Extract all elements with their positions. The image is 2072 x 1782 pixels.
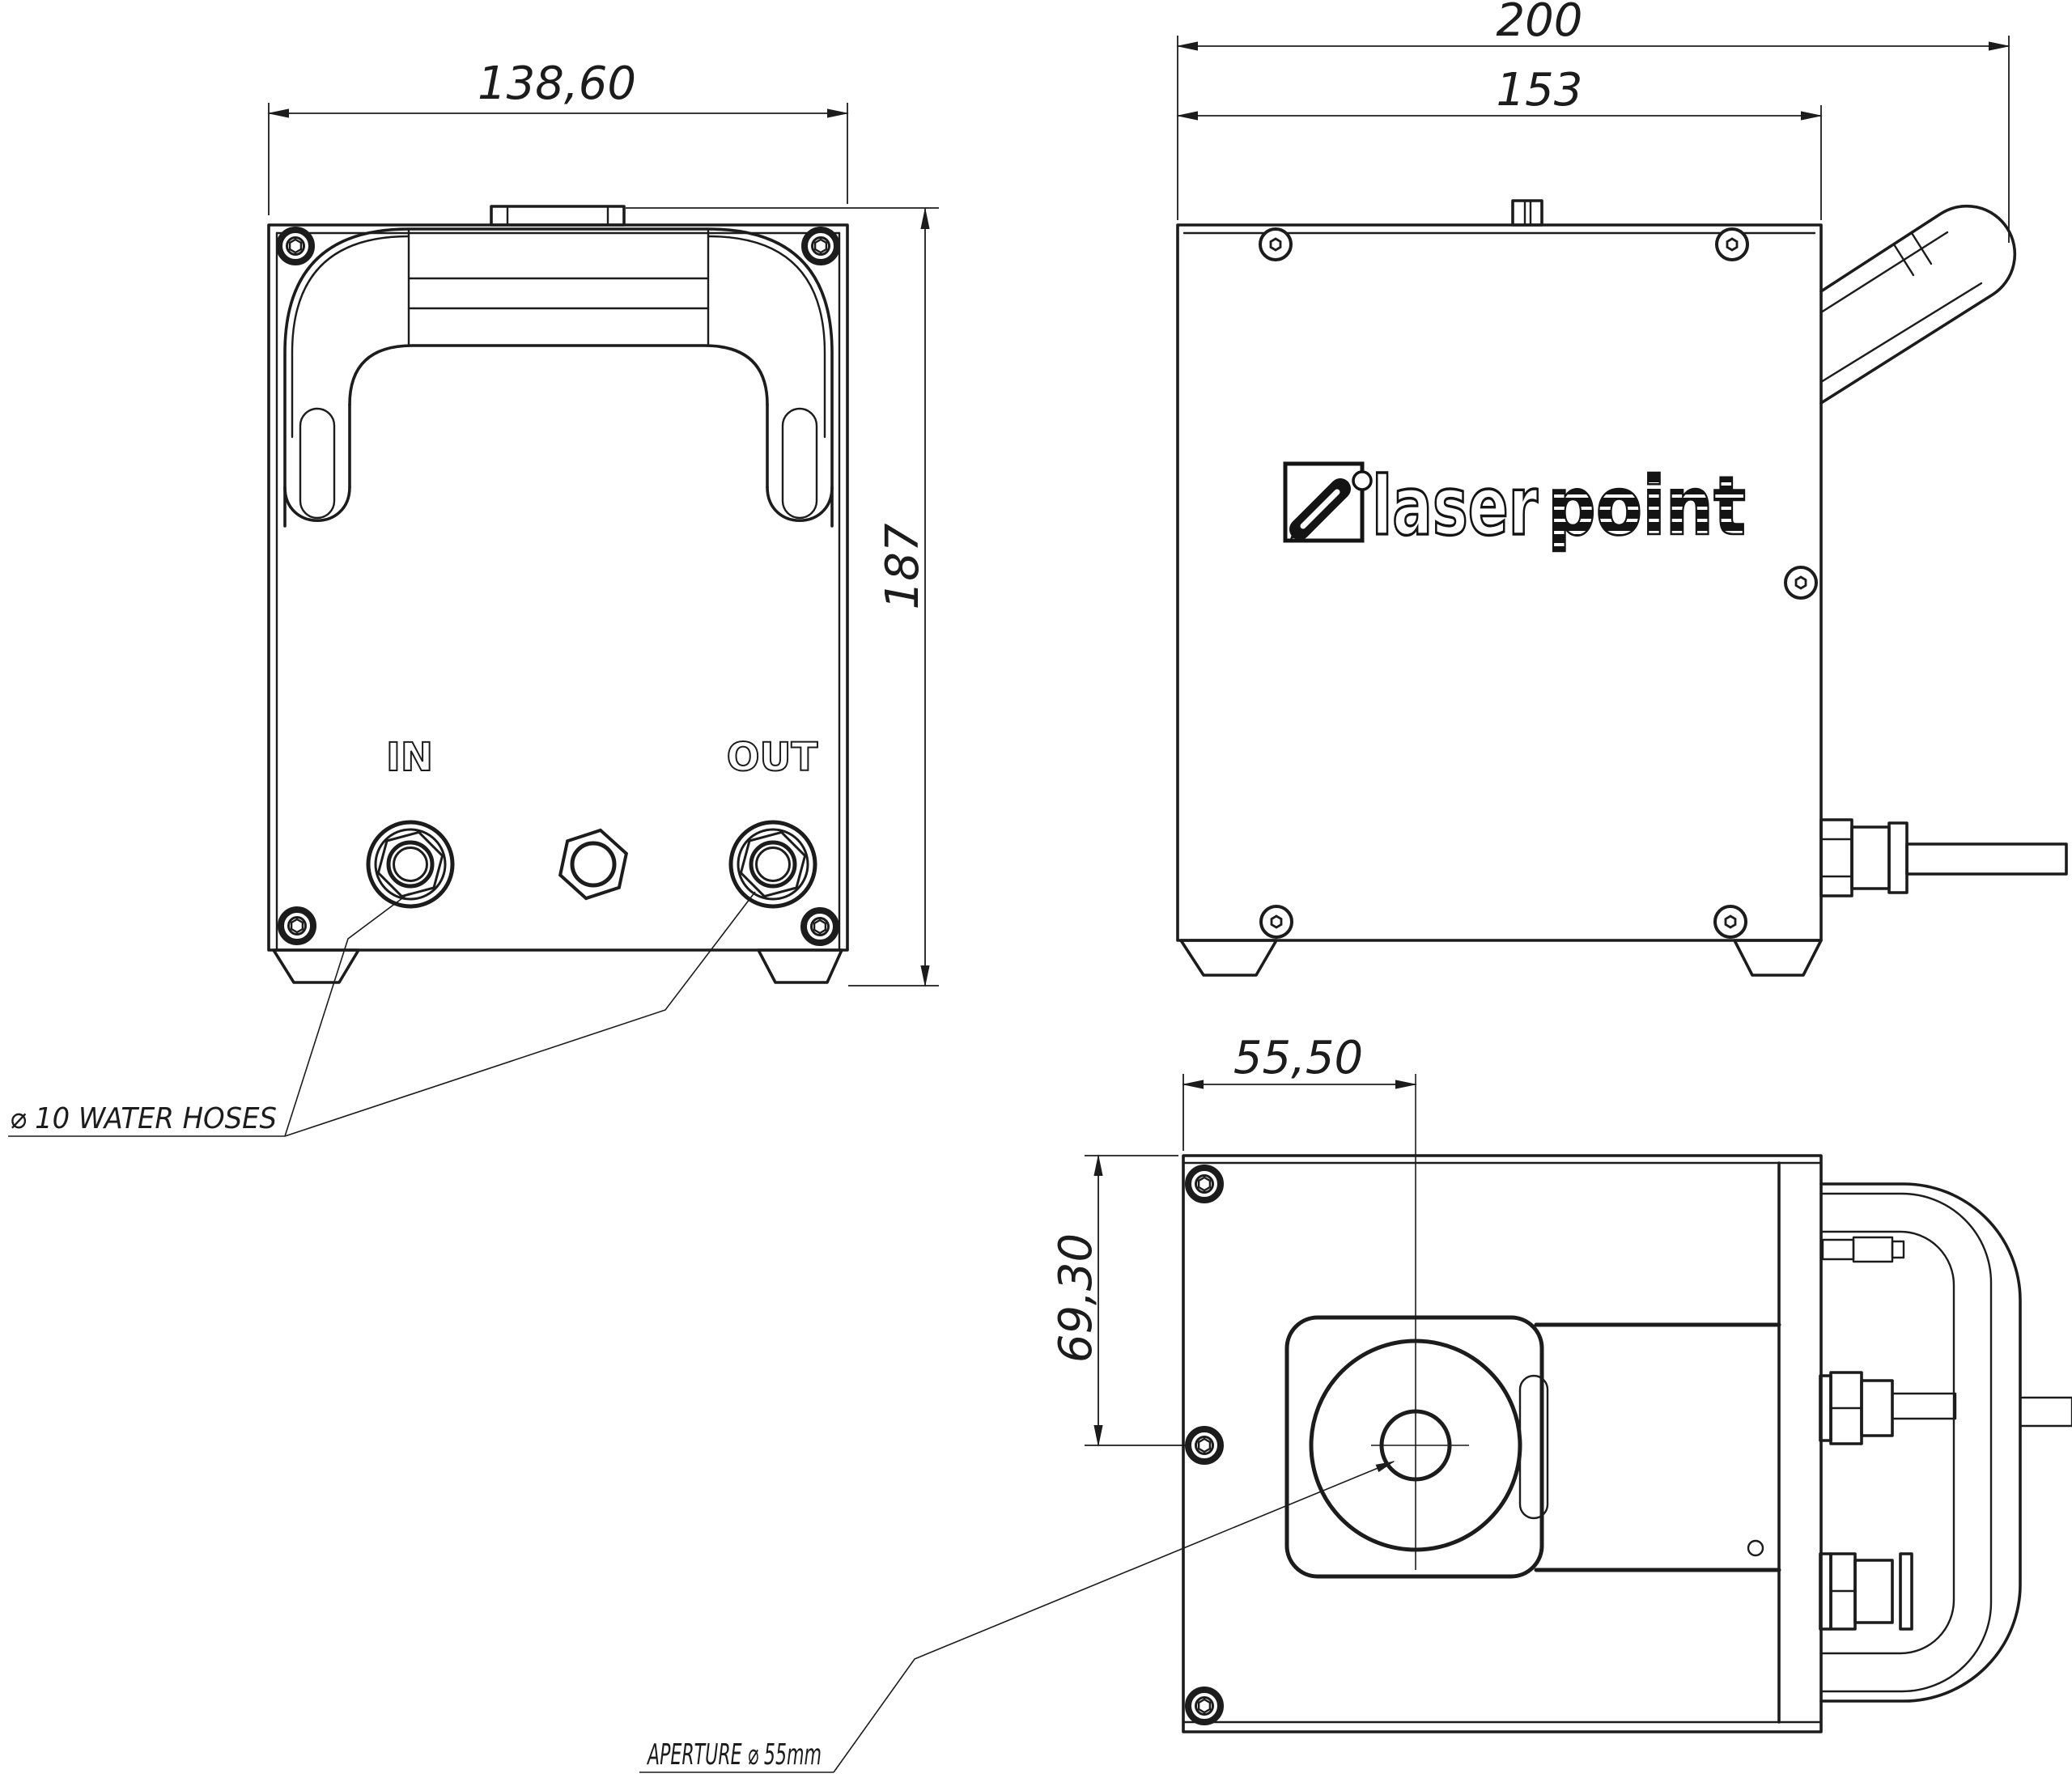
front-foot-left	[272, 948, 360, 984]
side-cable-gland	[1819, 818, 2068, 897]
side-foot-left	[1179, 939, 1278, 977]
top-fitting-upper-collar	[1891, 1240, 1905, 1259]
laserpoint-logo: laser point	[1283, 457, 1747, 555]
top-screw-upper-left	[1188, 1168, 1221, 1200]
top-fitting-lower	[1819, 1552, 1913, 1631]
top-fitting-lower-collar	[1899, 1552, 1913, 1631]
side-handle-cross1	[1892, 243, 1915, 277]
front-screw-top-right	[805, 230, 837, 262]
port-in-label: IN	[386, 735, 433, 780]
side-top-tab	[1511, 199, 1543, 227]
front-screw-top-left	[279, 230, 312, 262]
gland-collar	[1887, 821, 1909, 894]
aperture-leader	[833, 1461, 1395, 1773]
front-handle-slot-left	[299, 407, 336, 520]
top-handle	[1819, 1182, 2022, 1703]
logo-word-point: point	[1548, 459, 1746, 554]
top-fitting-lower-body	[1853, 1559, 1894, 1624]
top-offset-y-dimension-text: 69,30	[1050, 1233, 1102, 1363]
gland-hex-nut	[1819, 818, 1853, 897]
water-hoses-leader-in	[284, 893, 410, 1137]
aperture-plate	[1284, 1315, 1544, 1579]
top-handle-inner	[1819, 1230, 1955, 1655]
front-handle-slot-right	[781, 407, 818, 520]
front-handle-grip-underside	[348, 344, 769, 406]
top-fitting-upper-nut	[1821, 1238, 1855, 1261]
side-screw-top-left	[1259, 227, 1293, 261]
side-handle-cross2	[1910, 231, 1933, 265]
top-handle-middle	[1819, 1192, 1993, 1693]
side-screw-top-right	[1715, 227, 1749, 261]
top-gland-cable	[1891, 1392, 1957, 1420]
front-width-dimension-text: 138,60	[478, 57, 636, 110]
water-hoses-leader-out	[284, 891, 756, 1137]
front-screw-bottom-right	[804, 910, 836, 943]
side-handle-inner1	[1819, 231, 1949, 314]
gland-body	[1850, 825, 1891, 890]
front-handle-corner-right	[707, 235, 826, 439]
side-screw-mid-right	[1784, 566, 1818, 600]
side-depth-overall-dimension-text: 200	[1497, 0, 1583, 47]
aperture-note: APERTURE ⌀ 55mm	[647, 1738, 822, 1771]
top-fitting-upper-body	[1852, 1236, 1894, 1263]
front-handle-leg-cap-left	[283, 486, 351, 523]
water-outlet-fitting	[731, 822, 815, 906]
center-hex-nut	[557, 824, 631, 905]
logo-word-laser: laser	[1372, 459, 1539, 554]
front-top-tab	[490, 205, 626, 227]
top-screw-lower-left	[1188, 1690, 1221, 1722]
top-gland-cable-outer	[2019, 1396, 2072, 1428]
water-inlet-fitting	[368, 822, 452, 906]
front-view: 138,60 187	[8, 57, 939, 1137]
port-out-label: OUT	[727, 735, 818, 780]
side-view: 200 153 laser point	[1176, 0, 2068, 977]
indicator-hole	[1747, 1539, 1764, 1557]
front-handle-leg-cap-right	[766, 486, 834, 523]
side-depth-body-dimension-text: 153	[1497, 64, 1583, 117]
logo-nib-slit	[1300, 489, 1340, 529]
front-foot-right	[757, 948, 843, 984]
gland-cable	[1905, 842, 2068, 876]
top-handle-outer	[1819, 1182, 2022, 1703]
front-handle-corner-left	[291, 235, 410, 439]
top-screw-middle-left	[1188, 1429, 1221, 1462]
top-enclosure-outline	[1182, 1154, 1823, 1733]
side-enclosure-outline	[1176, 223, 1823, 942]
front-handle-outer	[283, 227, 834, 528]
top-view: 55,50 69,30	[639, 1032, 2072, 1773]
front-screw-bottom-left	[281, 910, 313, 942]
side-handle	[1819, 204, 2017, 405]
water-hoses-note: ⌀ 10 WATER HOSES	[10, 1102, 277, 1135]
side-handle-inner2	[1819, 282, 1983, 384]
top-gland-body	[1860, 1379, 1894, 1437]
top-fitting-upper	[1821, 1236, 1905, 1263]
front-height-dimension-text: 187	[877, 523, 929, 609]
side-handle-outer	[1819, 204, 2017, 405]
top-offset-x-dimension-text: 55,50	[1233, 1032, 1363, 1084]
side-screw-bottom-left	[1259, 905, 1293, 939]
side-foot-right	[1733, 939, 1823, 977]
side-screw-bottom-right	[1713, 905, 1747, 939]
logo-notch	[1352, 470, 1373, 491]
top-cable-gland	[1819, 1371, 2072, 1445]
